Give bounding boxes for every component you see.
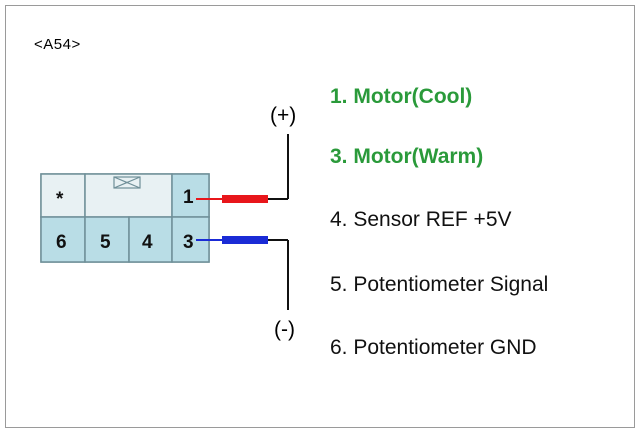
legend-item-sensor-ref: 4. Sensor REF +5V [330,208,512,231]
connector-id-label: <A54> [34,36,81,53]
positive-wire [196,134,289,203]
pin-cell-6 [40,216,86,263]
pin-label-5: 5 [100,232,111,253]
pin-label-6: 6 [56,232,67,253]
legend-item-motor-warm: 3. Motor(Warm) [330,145,484,168]
legend-item-potentiometer-signal: 5. Potentiometer Signal [330,273,549,296]
pin-cell-blank [84,173,173,218]
pin-label-star: * [56,189,64,210]
pin-label-3: 3 [183,232,194,253]
pin-cell-5 [84,216,130,263]
legend-item-motor-cool: 1. Motor(Cool) [330,85,473,108]
negative-wire-segment [222,236,268,244]
pin-label-4: 4 [142,232,153,253]
positive-wire-segment [222,195,268,203]
pin-cell-4 [128,216,173,263]
negative-polarity-label: (-) [274,318,295,341]
pin-label-1: 1 [183,187,194,208]
negative-wire [196,236,289,310]
positive-polarity-label: (+) [270,104,296,127]
connector-body: * 1 6 5 4 3 [40,173,210,263]
latch-icon [113,176,141,189]
legend-item-potentiometer-gnd: 6. Potentiometer GND [330,336,537,359]
